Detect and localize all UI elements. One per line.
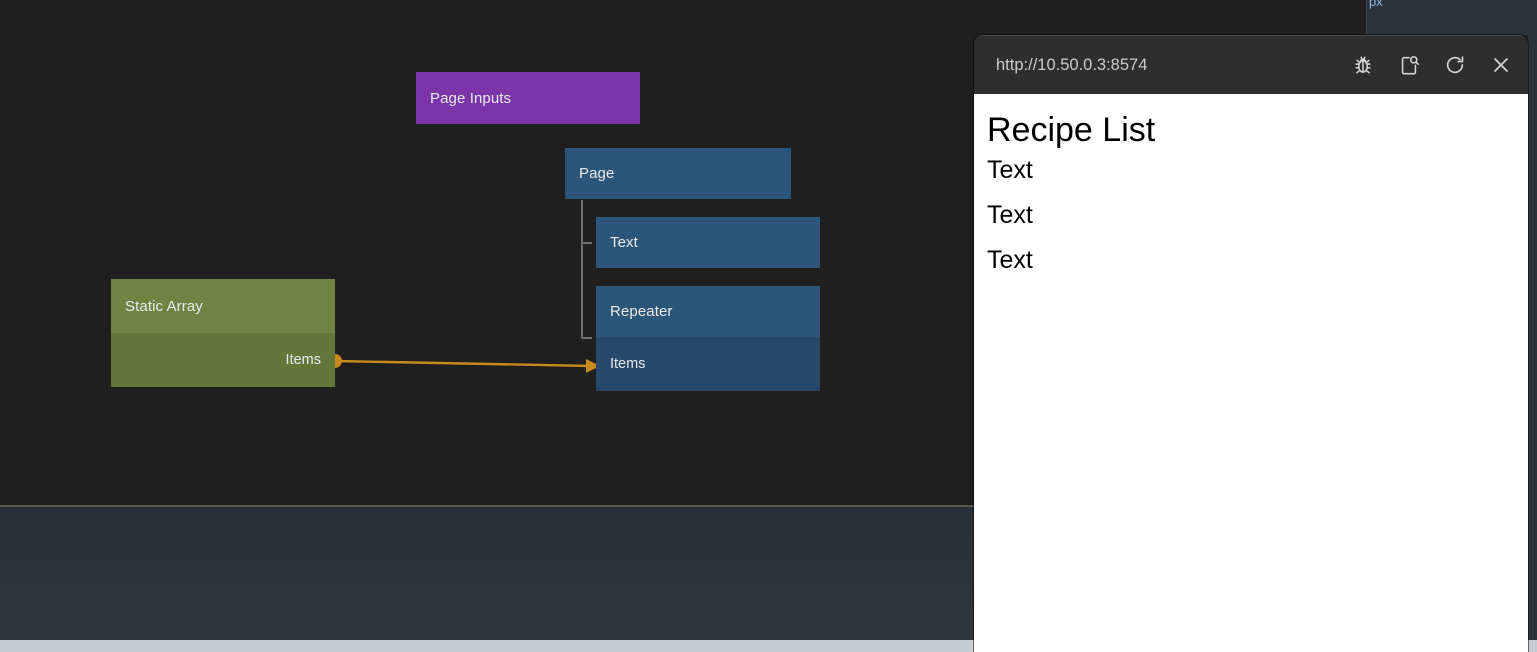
top-right-panel-edge [1366,0,1537,35]
node-page-inputs[interactable]: Page Inputs [416,72,640,124]
node-repeater-title: Repeater [610,303,673,320]
inspect-page-icon[interactable] [1396,52,1422,78]
node-static-array-header[interactable]: Static Array [111,279,335,333]
node-page-header[interactable]: Page [565,148,791,199]
node-page-inputs-header[interactable]: Page Inputs [416,72,640,124]
browser-page-content[interactable]: Recipe List Text Text Text [974,94,1528,652]
list-item: Text [987,246,1033,275]
reload-icon[interactable] [1442,52,1468,78]
node-static-array-title: Static Array [125,297,203,315]
node-text-title: Text [610,234,638,251]
node-repeater-header[interactable]: Repeater [596,286,820,337]
page-title: Recipe List [987,111,1156,149]
browser-url-text[interactable]: http://10.50.0.3:8574 [996,55,1148,74]
browser-action-buttons [1350,52,1514,78]
node-static-array[interactable]: Static Array Items [111,279,335,387]
node-page-title: Page [579,165,615,182]
node-page[interactable]: Page [565,148,791,199]
debug-bug-icon[interactable] [1350,52,1376,78]
browser-toolbar: http://10.50.0.3:8574 [974,35,1528,94]
clipped-px-label: px [1369,0,1383,9]
browser-preview-overlay[interactable]: http://10.50.0.3:8574 [974,35,1528,652]
node-repeater-body[interactable]: Items [596,337,820,391]
list-item: Text [987,201,1033,230]
tree-connector-stub-repeater [581,337,592,339]
node-static-array-port-items-label: Items [285,352,321,368]
node-repeater-port-items-label: Items [610,356,646,372]
canvas-bottom-divider [0,505,1537,507]
tree-connector-vertical [581,200,583,339]
node-page-inputs-title: Page Inputs [430,89,512,107]
tree-connector-stub-text [581,242,592,244]
node-static-array-body[interactable]: Items [111,333,335,387]
close-icon[interactable] [1488,52,1514,78]
connection-line-static-array-to-repeater [335,359,593,368]
node-text-header[interactable]: Text [596,217,820,268]
node-text[interactable]: Text [596,217,820,268]
list-item: Text [987,156,1033,185]
right-edge-sliver [1528,0,1537,640]
node-repeater[interactable]: Repeater Items [596,286,820,391]
